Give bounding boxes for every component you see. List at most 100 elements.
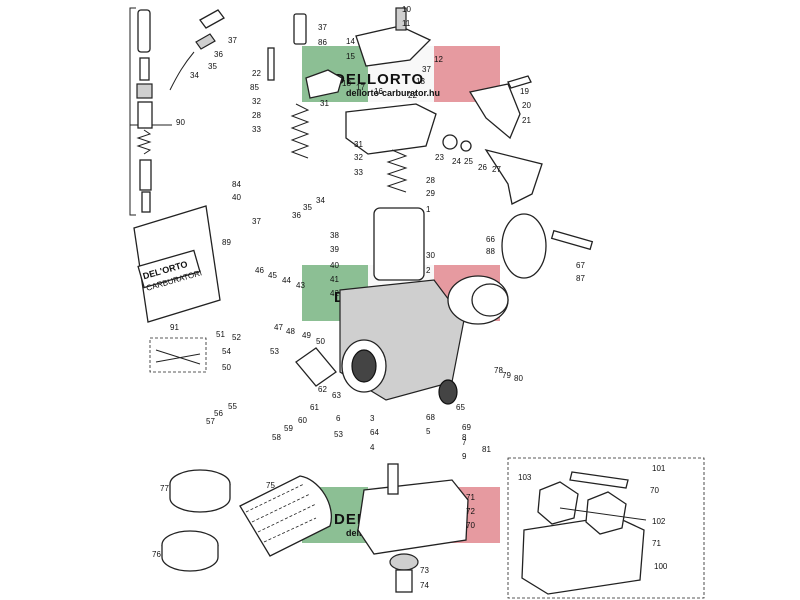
part-number-43: 43 xyxy=(296,281,305,290)
watermark-top: DELLORTO dellorto-carburator.hu xyxy=(302,46,500,102)
part-number-58: 58 xyxy=(272,433,281,442)
ring-body-76 xyxy=(161,545,219,572)
part-number-46: 46 xyxy=(255,266,264,275)
part-number-42: 42 xyxy=(330,289,339,298)
part-number-10: 10 xyxy=(402,5,411,14)
part-number-88: 88 xyxy=(486,247,495,256)
part-number-40: 40 xyxy=(232,193,241,202)
part-number-32: 32 xyxy=(252,97,261,106)
part-number-35: 35 xyxy=(303,203,312,212)
cap-part-23 xyxy=(345,103,437,155)
part-number-39: 39 xyxy=(330,245,339,254)
part-number-74: 74 xyxy=(420,581,429,590)
part-number-33: 33 xyxy=(354,168,363,177)
part-number-51: 51 xyxy=(216,330,225,339)
part-number-90: 90 xyxy=(176,118,185,127)
plate-part-85 xyxy=(305,69,343,99)
linkage-group xyxy=(442,75,543,205)
part-number-59: 59 xyxy=(284,424,293,433)
part-number-3: 3 xyxy=(370,414,375,423)
part-number-1: 1 xyxy=(426,205,431,214)
part-number-48: 48 xyxy=(286,327,295,336)
part-number-15: 15 xyxy=(346,52,355,61)
part-number-31: 31 xyxy=(320,99,329,108)
part-number-11: 11 xyxy=(402,19,411,28)
bolt-part-19 xyxy=(507,75,532,89)
part-number-21: 21 xyxy=(522,116,531,125)
part-number-72: 72 xyxy=(466,507,475,516)
part-number-65: 65 xyxy=(456,403,465,412)
part-number-45: 45 xyxy=(268,271,277,280)
butterfly-part-65 xyxy=(438,379,458,405)
pin-part xyxy=(139,159,152,191)
part-number-62: 62 xyxy=(318,385,327,394)
bracket-part-21 xyxy=(468,83,521,140)
part-number-60: 60 xyxy=(298,416,307,425)
tool-frame xyxy=(149,337,207,373)
part-number-23: 23 xyxy=(435,153,444,162)
float-bowl-70 xyxy=(357,479,469,555)
hose-part-34 xyxy=(169,51,195,91)
jet-part-37 xyxy=(199,9,225,29)
packet-label-box xyxy=(137,249,201,289)
part-number-37: 37 xyxy=(228,36,237,45)
part-number-9: 9 xyxy=(462,452,467,461)
bracket-90 xyxy=(129,7,136,216)
part-number-28: 28 xyxy=(252,111,261,120)
inset-frame xyxy=(507,457,705,599)
part-number-103: 103 xyxy=(518,473,532,482)
part-number-70: 70 xyxy=(650,486,659,495)
float-part-71b xyxy=(585,491,627,535)
part-number-22: 22 xyxy=(408,91,417,100)
float-part-71 xyxy=(537,481,579,525)
part-number-22: 22 xyxy=(252,69,261,78)
part-number-50: 50 xyxy=(316,337,325,346)
jet-part-4 xyxy=(387,463,399,495)
top-cover-part-14 xyxy=(355,25,432,67)
filter-mesh-lines xyxy=(245,483,317,543)
part-number-55: 55 xyxy=(228,402,237,411)
part-number-69: 69 xyxy=(462,423,471,432)
part-number-14: 14 xyxy=(346,37,355,46)
tip-part xyxy=(141,191,151,213)
screw-part-22 xyxy=(267,47,275,81)
bolt-part-67 xyxy=(550,229,594,251)
part-number-86: 86 xyxy=(318,38,327,47)
part-number-91: 91 xyxy=(170,323,179,332)
part-number-63: 63 xyxy=(332,391,341,400)
lever-part-27 xyxy=(484,148,543,205)
part-number-37: 37 xyxy=(318,23,327,32)
slide-spring-29 xyxy=(386,149,408,193)
part-number-7: 7 xyxy=(462,438,467,447)
pump-part-62 xyxy=(295,347,337,387)
part-number-87: 87 xyxy=(576,274,585,283)
part-number-64: 64 xyxy=(370,428,379,437)
part-number-6: 6 xyxy=(336,414,341,423)
intake-bore-inner xyxy=(351,349,377,383)
part-number-77: 77 xyxy=(160,484,169,493)
part-number-80: 80 xyxy=(514,374,523,383)
part-number-12: 12 xyxy=(434,55,443,64)
part-number-36: 36 xyxy=(292,211,301,220)
adjuster-part-37 xyxy=(293,13,307,45)
intake-sleeve-inner xyxy=(471,283,509,317)
float-bowl-group xyxy=(357,463,469,593)
filter-mesh-75 xyxy=(239,475,332,557)
bar-part-101 xyxy=(569,471,629,489)
part-number-35: 35 xyxy=(208,62,217,71)
part-number-40: 40 xyxy=(330,261,339,270)
part-number-5: 5 xyxy=(426,427,431,436)
tool-part-91 xyxy=(149,337,207,373)
part-number-68: 68 xyxy=(426,413,435,422)
watermark-subtitle: dellorto-carburator.hu xyxy=(346,88,440,98)
clamp-part-66 xyxy=(501,213,547,279)
lower-left-group xyxy=(161,469,332,572)
part-number-17: 17 xyxy=(356,83,365,92)
part-number-32: 32 xyxy=(354,153,363,162)
inset-float-assembly xyxy=(507,457,705,599)
part-number-20: 20 xyxy=(522,101,531,110)
screw-part-10 xyxy=(395,7,407,31)
slide-chamber-1 xyxy=(373,207,425,281)
